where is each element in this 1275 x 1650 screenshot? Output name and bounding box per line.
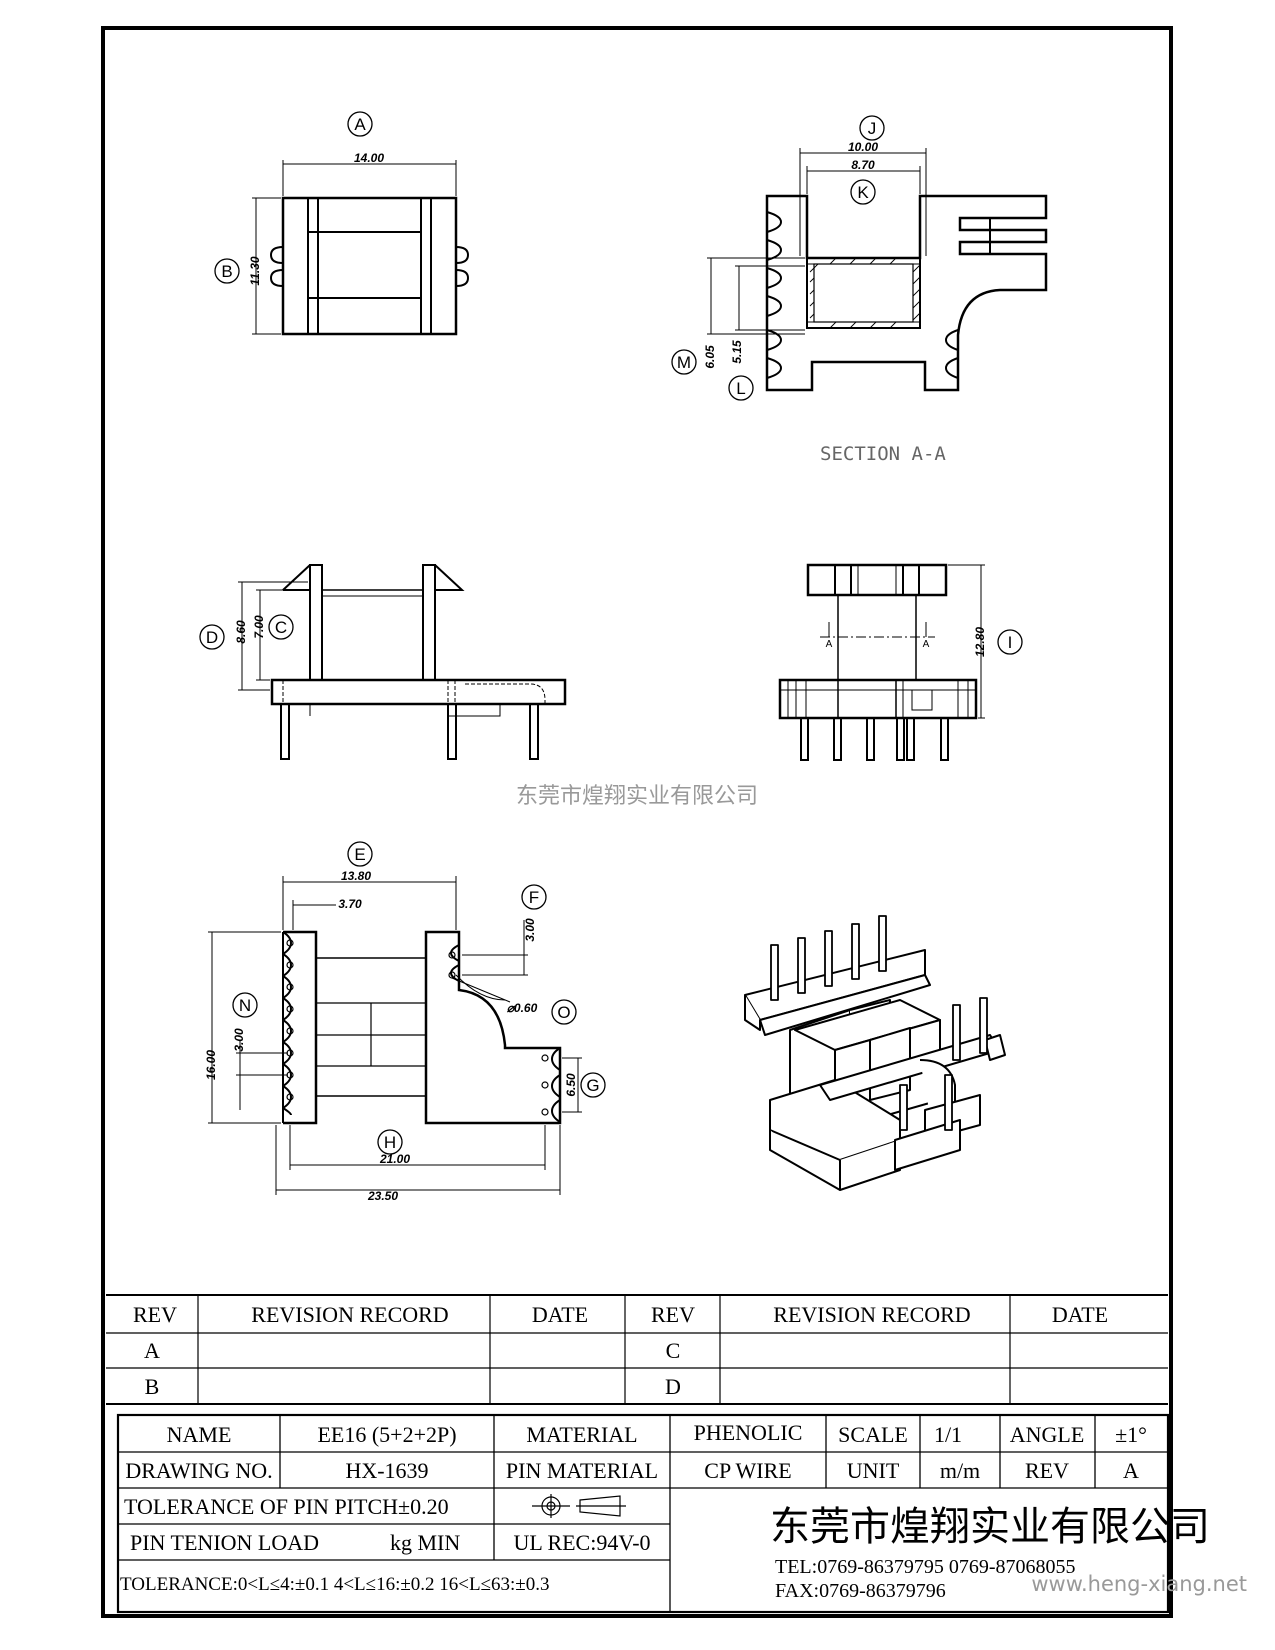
pin-tension-unit: kg MIN: [390, 1530, 460, 1555]
label-h: H: [384, 1133, 396, 1152]
label-n: N: [239, 996, 251, 1015]
label-m: M: [677, 353, 691, 372]
company-name: 东莞市煌翔实业有限公司: [770, 1504, 1210, 1550]
rev-value: A: [1123, 1458, 1139, 1483]
dim-a: 14.00: [354, 151, 384, 165]
general-tolerance: TOLERANCE:0<L≤4:±0.1 4<L≤16:±0.2 16<L≤63…: [120, 1574, 550, 1595]
bottom-view: [208, 841, 606, 1195]
pin-material-value: CP WIRE: [704, 1458, 791, 1483]
dim-h: 21.00: [379, 1152, 410, 1166]
dim-m: 6.05: [703, 345, 717, 369]
revision-table-grid: [106, 1294, 1168, 1405]
dim-l: 5.15: [730, 340, 744, 364]
scale-value: 1/1: [934, 1422, 962, 1447]
label-l: L: [736, 379, 745, 398]
label-d: D: [206, 628, 218, 647]
dim-g: 6.50: [564, 1073, 578, 1097]
side-view: [778, 563, 1023, 761]
material-value: PHENOLIC: [694, 1420, 803, 1445]
rev-header-date-2: DATE: [1052, 1302, 1108, 1327]
label-f: F: [529, 888, 539, 907]
tolerance-pitch: TOLERANCE OF PIN PITCH±0.20: [124, 1494, 449, 1519]
top-view: [214, 111, 470, 336]
front-view: [199, 564, 567, 760]
rev-header-record-2: REVISION RECORD: [773, 1302, 970, 1327]
dim-k: 8.70: [851, 158, 875, 172]
rev-header-rev-2: REV: [651, 1302, 695, 1327]
label-g: G: [586, 1076, 599, 1095]
sheet-border: [101, 26, 1173, 1618]
rev-cell-a: A: [144, 1338, 160, 1363]
dim-f: 3.00: [523, 918, 537, 942]
rev-cell-d: D: [665, 1374, 681, 1399]
watermark-center: 东莞市煌翔实业有限公司: [516, 784, 758, 809]
watermark-corner: www.heng-xiang.net: [1031, 1572, 1247, 1596]
angle-label: ANGLE: [1010, 1422, 1085, 1447]
pin-tension-label: PIN TENION LOAD: [130, 1530, 319, 1555]
dim-j: 10.00: [848, 140, 878, 154]
cut-label-left: A: [826, 639, 833, 650]
angle-value: ±1°: [1115, 1422, 1147, 1447]
section-view: [671, 115, 1048, 401]
rev-header-record-1: REVISION RECORD: [251, 1302, 448, 1327]
dim-i: 12.80: [973, 627, 987, 657]
rev-cell-c: C: [666, 1338, 681, 1363]
dim-b: 11.30: [248, 256, 262, 285]
isometric-view: [744, 915, 1006, 1191]
unit-value: m/m: [940, 1458, 980, 1483]
section-title: SECTION A-A: [820, 443, 946, 465]
rev-header-date-1: DATE: [532, 1302, 588, 1327]
pin-material-label: PIN MATERIAL: [506, 1458, 658, 1483]
dim-16: 16.00: [204, 1050, 218, 1080]
name-value: EE16 (5+2+2P): [317, 1422, 456, 1447]
drawing-no-label: DRAWING NO.: [125, 1458, 272, 1483]
material-label: MATERIAL: [526, 1422, 637, 1447]
title-block: NAME EE16 (5+2+2P) MATERIAL PHENOLIC SCA…: [120, 1420, 1210, 1602]
dim-pitch-top: 3.70: [338, 897, 362, 911]
rev-cell-b: B: [145, 1374, 160, 1399]
dim-n: 3.00: [232, 1028, 246, 1052]
label-c: C: [275, 618, 287, 637]
label-b: B: [221, 262, 232, 281]
dim-d: 8.60: [234, 620, 248, 644]
rev-label: REV: [1025, 1458, 1069, 1483]
cut-label-right: A: [923, 639, 930, 650]
scale-label: SCALE: [838, 1422, 908, 1447]
unit-label: UNIT: [847, 1458, 900, 1483]
title-block-grid: [116, 1413, 1170, 1614]
label-a: A: [354, 115, 366, 134]
label-e: E: [354, 845, 365, 864]
label-j: J: [868, 119, 877, 138]
ul-rec: UL REC:94V-0: [513, 1530, 650, 1555]
label-i: I: [1008, 633, 1013, 652]
company-fax: FAX:0769-86379796: [775, 1580, 946, 1602]
dim-c: 7.00: [252, 615, 266, 639]
company-tel: TEL:0769-86379795 0769-87068055: [775, 1556, 1076, 1578]
name-label: NAME: [167, 1422, 232, 1447]
drawing-no-value: HX-1639: [345, 1458, 428, 1483]
projection-symbol-icon: [532, 1494, 626, 1518]
dim-e: 13.80: [341, 869, 371, 883]
label-o: O: [557, 1003, 570, 1022]
rev-header-rev-1: REV: [133, 1302, 177, 1327]
dim-total: 23.50: [367, 1189, 398, 1203]
dim-o: ⌀0.60: [507, 1001, 538, 1015]
revision-table: REV REVISION RECORD DATE REV REVISION RE…: [133, 1302, 1108, 1399]
label-k: K: [857, 183, 869, 202]
